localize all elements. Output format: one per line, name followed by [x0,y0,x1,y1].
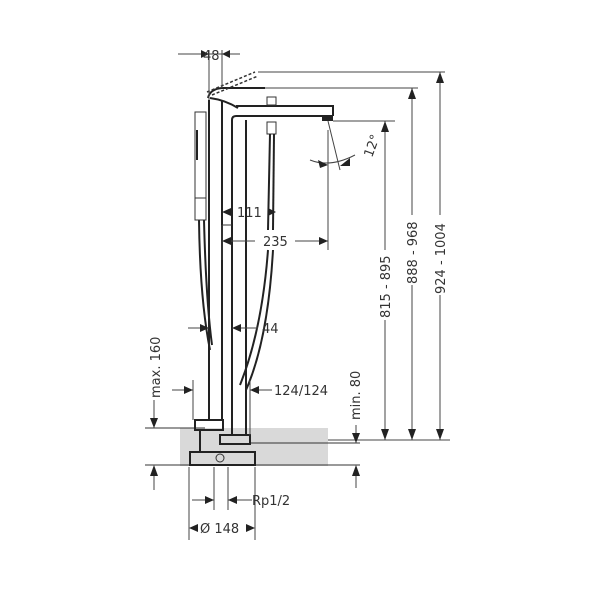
dim-44: 44 [262,322,279,337]
faucet-body [189,71,334,466]
dim-888-968: 888 - 968 [406,221,421,284]
dim-48: 48 [203,49,220,64]
dim-diameter-148: Ø 148 [200,522,239,537]
dim-111: 111 [237,206,262,221]
dim-124-124: 124/124 [274,384,328,399]
dim-815-895: 815 - 895 [379,255,394,318]
dim-235: 235 [263,235,288,250]
dim-max-160: max. 160 [149,337,164,398]
dim-924-1004: 924 - 1004 [434,223,449,294]
dim-angle: 12° [362,133,384,160]
dim-rp12: Rp1/2 [252,494,290,509]
dim-min-80: min. 80 [349,371,364,420]
dimensions: 48 815 - 895 888 - 968 924 - 1004 12° 11… [149,49,450,540]
